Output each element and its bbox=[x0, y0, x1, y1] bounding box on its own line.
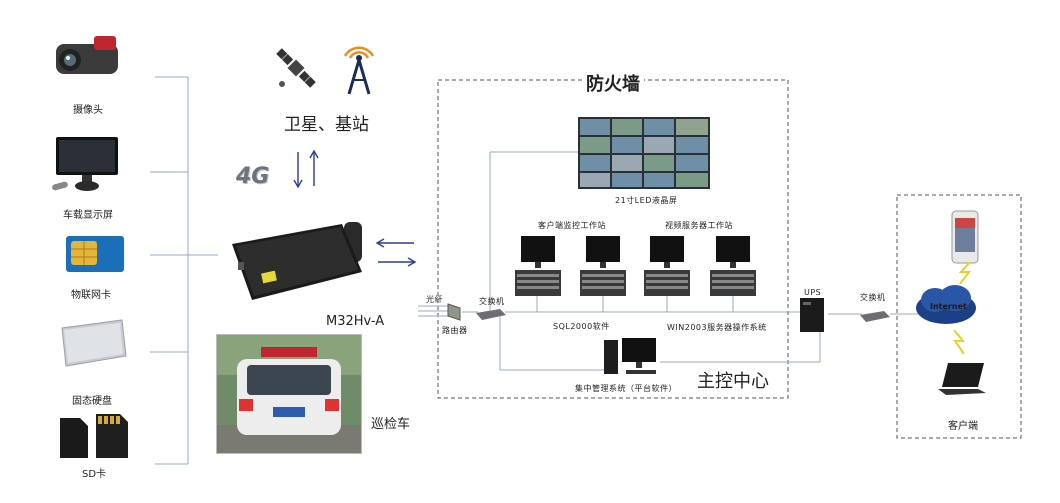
ups-icon bbox=[800, 298, 824, 332]
ssd-image bbox=[52, 316, 130, 370]
firewall-title: 防火墙 bbox=[582, 70, 644, 96]
device-bracket bbox=[150, 76, 218, 465]
right-switch-icon bbox=[860, 308, 890, 322]
client-station-label: 客户端监控工作站 bbox=[538, 221, 606, 230]
cloud-icon bbox=[913, 282, 979, 328]
mgmt-pc-image bbox=[604, 338, 660, 378]
workstation-3 bbox=[644, 236, 690, 298]
fiber-label: 光纤 bbox=[426, 295, 443, 304]
control-center-label: 主控中心 bbox=[697, 371, 769, 392]
mgmt-system-label: 集中管理系统（平台软件） bbox=[575, 384, 677, 393]
client-label: 客户端 bbox=[948, 421, 978, 432]
vehicle-label: 巡检车 bbox=[371, 417, 411, 432]
internet-label: Internet bbox=[930, 302, 967, 311]
camera-image bbox=[48, 30, 128, 88]
workstation-1 bbox=[515, 236, 561, 298]
display-label: 车载显示屏 bbox=[63, 210, 113, 221]
camera-label: 摄像头 bbox=[73, 105, 103, 116]
display-image bbox=[52, 133, 122, 195]
win-os-label: WIN2003服务器操作系统 bbox=[667, 323, 767, 332]
lightning-bottom-icon bbox=[950, 329, 966, 355]
video-station-label: 视频服务器工作站 bbox=[665, 221, 733, 230]
router-label: 路由器 bbox=[442, 326, 468, 335]
workstation-4 bbox=[710, 236, 756, 298]
right-switch-label: 交换机 bbox=[860, 293, 886, 302]
satellite-icon bbox=[268, 40, 324, 96]
main-device-image bbox=[222, 214, 372, 304]
ups-label: UPS bbox=[804, 288, 822, 297]
phone-icon bbox=[951, 210, 979, 264]
satellite-label: 卫星、基站 bbox=[284, 115, 369, 135]
main-device-label: M32Hv-A bbox=[326, 314, 385, 329]
sql-label: SQL2000软件 bbox=[553, 322, 610, 331]
vehicle-image bbox=[216, 334, 362, 454]
sd-image bbox=[58, 412, 130, 462]
workstation-2 bbox=[580, 236, 626, 298]
tower-icon bbox=[335, 38, 383, 96]
badge-4g: 4G bbox=[236, 164, 270, 189]
ssd-label: 固态硬盘 bbox=[72, 396, 112, 407]
uplink-arrows bbox=[293, 149, 319, 189]
client-box bbox=[896, 194, 1022, 439]
sim-image bbox=[65, 235, 127, 275]
switch-icon bbox=[476, 306, 506, 320]
router-icon bbox=[446, 302, 462, 322]
sd-label: SD卡 bbox=[82, 469, 107, 480]
switch-label: 交换机 bbox=[479, 297, 505, 306]
link-arrows bbox=[375, 238, 417, 267]
lightning-top-icon bbox=[958, 261, 974, 285]
led-screen-label: 21寸LED液晶屏 bbox=[615, 196, 678, 205]
sim-label: 物联网卡 bbox=[71, 290, 111, 301]
network-links bbox=[418, 151, 918, 371]
laptop-icon bbox=[938, 363, 986, 397]
led-screen-image bbox=[578, 117, 710, 189]
